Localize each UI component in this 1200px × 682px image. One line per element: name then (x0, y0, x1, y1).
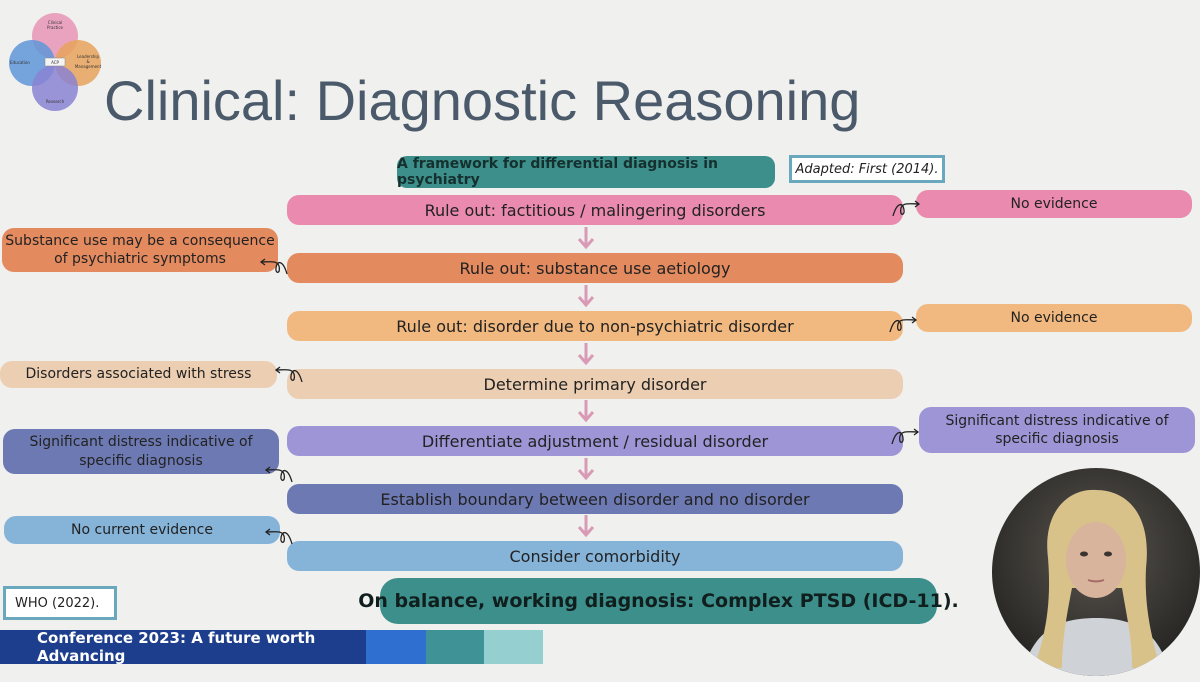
logo-practice: Practice (47, 25, 64, 30)
down-arrow-icon (577, 515, 595, 538)
note-no-current-evidence: No current evidence (4, 516, 280, 544)
curly-arrow-left-icon (264, 528, 293, 545)
conference-banner: Conference 2023: A future worth Advancin… (0, 629, 366, 665)
note-no-evidence-factitious: No evidence (916, 190, 1192, 218)
curly-arrow-right-icon (892, 200, 921, 217)
curly-arrow-right-icon (889, 316, 918, 333)
note-distress-right: Significant distress indicative of speci… (919, 407, 1195, 453)
logo-education: Education (10, 60, 30, 65)
step-boundary: Establish boundary between disorder and … (287, 484, 903, 514)
logo-management: Management (75, 64, 102, 69)
down-arrow-icon (577, 285, 595, 308)
who-citation: WHO (2022). (3, 586, 117, 620)
step-non-psychiatric: Rule out: disorder due to non-psychiatri… (287, 311, 903, 341)
curly-arrow-left-icon (264, 466, 293, 483)
down-arrow-icon (577, 343, 595, 366)
working-diagnosis: On balance, working diagnosis: Complex P… (358, 578, 959, 624)
logo-leadership: Leadership (77, 54, 99, 59)
note-substance-consequence: Substance use may be a consequence of ps… (2, 228, 278, 272)
adapted-citation: Adapted: First (2014). (789, 155, 945, 183)
note-distress-left: Significant distress indicative of speci… (3, 429, 279, 474)
banner-segment (484, 630, 543, 664)
step-primary-disorder: Determine primary disorder (287, 369, 903, 399)
curly-arrow-left-icon (274, 366, 303, 383)
step-adjustment: Differentiate adjustment / residual diso… (287, 426, 903, 456)
down-arrow-icon (577, 458, 595, 481)
step-factitious: Rule out: factitious / malingering disor… (287, 195, 903, 225)
slide-title: Clinical: Diagnostic Reasoning (104, 69, 861, 132)
framework-subtitle: A framework for differential diagnosis i… (397, 156, 775, 188)
note-no-evidence-nonpsych: No evidence (916, 304, 1192, 332)
curly-arrow-right-icon (891, 428, 920, 445)
logo-amp: & (86, 59, 89, 64)
step-comorbidity: Consider comorbidity (287, 541, 903, 571)
logo-clinical: Clinical (48, 20, 62, 25)
logo-venn-icon: Clinical Practice Leadership & Managemen… (9, 13, 102, 111)
curly-arrow-left-icon (259, 258, 288, 275)
down-arrow-icon (577, 227, 595, 250)
down-arrow-icon (577, 400, 595, 423)
presenter-webcam (992, 468, 1200, 676)
step-substance: Rule out: substance use aetiology (287, 253, 903, 283)
logo-research: Research (46, 99, 65, 104)
note-stress-disorders: Disorders associated with stress (0, 361, 277, 388)
banner-segment (426, 630, 484, 664)
logo-center: ACP (51, 60, 59, 65)
banner-segment (366, 630, 426, 664)
